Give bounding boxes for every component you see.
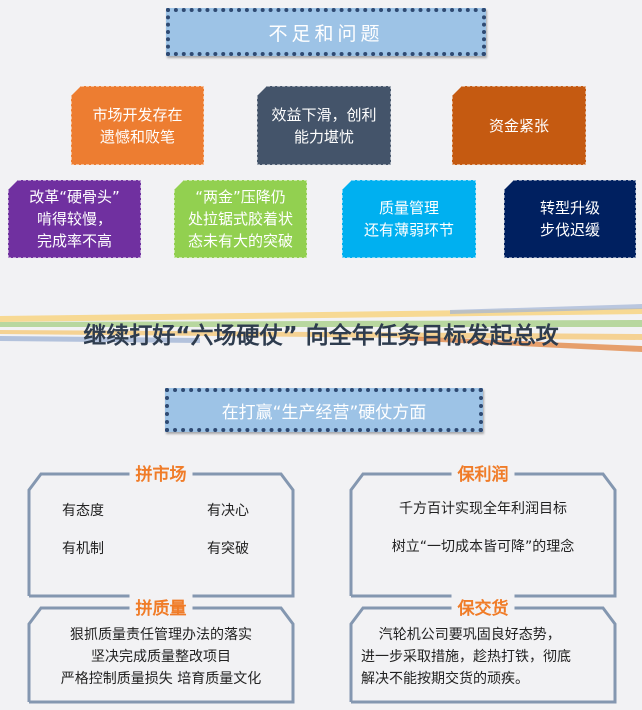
banner-slogan: 继续打好“六场硬仗” 向全年任务目标发起总攻 — [83, 323, 559, 349]
panel-label: 拼市场 — [129, 460, 193, 485]
panel-label: 拼质量 — [129, 594, 193, 619]
problem-card-profit: 效益下滑，创利 能力堪忧 — [257, 86, 391, 165]
panel-line: 树立“一切成本皆可降”的理念 — [391, 539, 575, 555]
panel-label: 保利润 — [451, 460, 515, 485]
problems-title: 不足和问题 — [166, 8, 486, 56]
panel-text: 狠抓质量责任管理办法的落实 坚决完成质量整改项目 严格控制质量损失 培育质量文化 — [60, 627, 262, 687]
panel-line: 千方百计实现全年利润目标 — [399, 501, 567, 517]
problem-card-transformation: 转型升级 步伐迟缓 — [504, 180, 636, 258]
panel-item: 有突破 — [207, 541, 249, 557]
panel-quality: 拼质量 狠抓质量责任管理办法的落实 坚决完成质量整改项目 严格控制质量损失 培育… — [27, 594, 295, 704]
panel-delivery: 保交货 汽轮机公司要巩固良好态势， 进一步采取措施，趁热打铁，彻底 解决不能按期… — [349, 594, 617, 704]
panel-profit: 保利润 千方百计实现全年利润目标 树立“一切成本皆可降”的理念 — [349, 460, 617, 598]
panel-item: 有态度 — [62, 503, 104, 519]
problem-card-two-funds: “两金”压降仍 处拉锯式胶着状 态未有大的突破 — [174, 180, 307, 258]
problem-card-quality: 质量管理 还有薄弱环节 — [342, 180, 476, 258]
problem-card-market: 市场开发存在 遗憾和败笔 — [71, 86, 204, 165]
problem-card-funds: 资金紧张 — [452, 86, 586, 165]
panel-text: 汽轮机公司要巩固良好态势， 进一步采取措施，趁热打铁，彻底 解决不能按期交货的顽… — [361, 627, 571, 687]
panel-item: 有决心 — [207, 503, 249, 519]
panel-item: 有机制 — [62, 541, 104, 557]
problem-card-reform: 改革“硬骨头” 啃得较慢， 完成率不高 — [8, 180, 141, 258]
banner-stripes — [0, 304, 642, 352]
section-title: 在打赢“生产经营”硬仗方面 — [165, 388, 483, 432]
panel-market: 拼市场 有态度 有决心 有机制 有突破 — [27, 460, 295, 598]
panel-label: 保交货 — [451, 594, 515, 619]
